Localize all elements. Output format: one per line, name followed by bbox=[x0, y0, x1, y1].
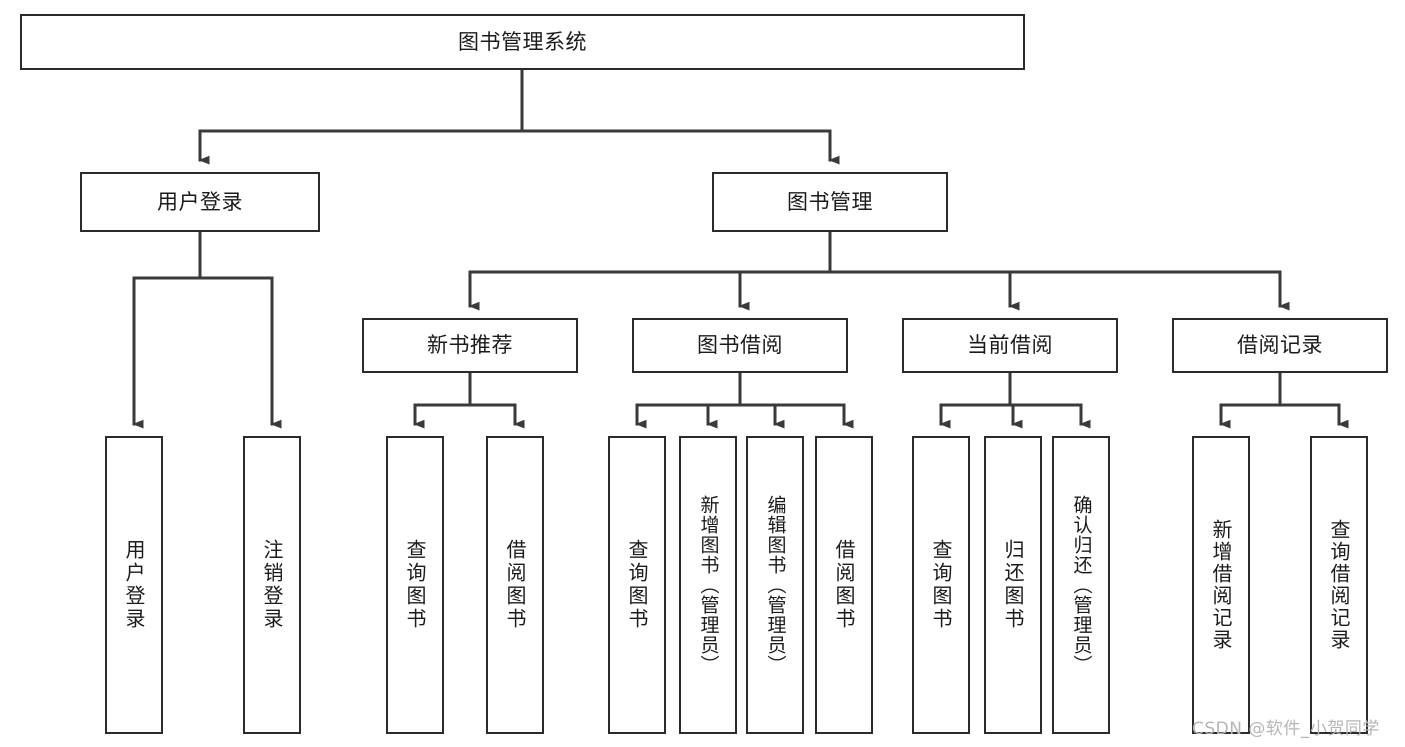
node-leaf-logout-label: 注销登录 bbox=[260, 539, 284, 631]
node-borrow-record-label: 借阅记录 bbox=[1237, 333, 1323, 358]
node-new-book-rec[interactable]: 新书推荐 bbox=[362, 318, 578, 373]
node-book-manage-label: 图书管理 bbox=[787, 189, 873, 214]
node-leaf-query-book-rec[interactable]: 查询图书 bbox=[386, 436, 444, 734]
node-leaf-borrow-book-rec-label: 借阅图书 bbox=[503, 539, 527, 631]
node-user-login[interactable]: 用户登录 bbox=[80, 172, 320, 232]
node-leaf-query-book-borrow[interactable]: 查询图书 bbox=[608, 436, 666, 734]
node-leaf-query-record[interactable]: 查询借阅记录 bbox=[1310, 436, 1368, 734]
node-leaf-query-book-cur[interactable]: 查询图书 bbox=[912, 436, 970, 734]
node-leaf-return-book[interactable]: 归还图书 bbox=[984, 436, 1042, 734]
node-user-login-label: 用户登录 bbox=[157, 189, 243, 214]
node-root[interactable]: 图书管理系统 bbox=[20, 14, 1025, 70]
node-current-borrow[interactable]: 当前借阅 bbox=[902, 318, 1118, 373]
node-leaf-logout[interactable]: 注销登录 bbox=[243, 436, 301, 734]
node-leaf-add-book-label: 新增图书（管理员） bbox=[697, 495, 720, 675]
node-leaf-user-login-label: 用户登录 bbox=[122, 539, 146, 631]
node-book-manage[interactable]: 图书管理 bbox=[712, 172, 948, 232]
node-leaf-add-record-label: 新增借阅记录 bbox=[1209, 519, 1233, 651]
node-borrow-record[interactable]: 借阅记录 bbox=[1172, 318, 1388, 373]
node-leaf-query-book-borrow-label: 查询图书 bbox=[625, 539, 649, 631]
node-new-book-rec-label: 新书推荐 bbox=[427, 333, 513, 358]
node-leaf-add-book[interactable]: 新增图书（管理员） bbox=[679, 436, 737, 734]
node-leaf-edit-book[interactable]: 编辑图书（管理员） bbox=[746, 436, 804, 734]
node-book-borrow-label: 图书借阅 bbox=[697, 333, 783, 358]
node-leaf-query-record-label: 查询借阅记录 bbox=[1327, 519, 1351, 651]
node-leaf-user-login[interactable]: 用户登录 bbox=[105, 436, 163, 734]
node-root-label: 图书管理系统 bbox=[458, 29, 587, 54]
node-leaf-borrow-book-label: 借阅图书 bbox=[832, 539, 856, 631]
node-current-borrow-label: 当前借阅 bbox=[967, 333, 1053, 358]
node-leaf-return-book-label: 归还图书 bbox=[1001, 539, 1025, 631]
node-leaf-add-record[interactable]: 新增借阅记录 bbox=[1192, 436, 1250, 734]
node-leaf-confirm-return[interactable]: 确认归还（管理员） bbox=[1052, 436, 1110, 734]
node-leaf-borrow-book-rec[interactable]: 借阅图书 bbox=[486, 436, 544, 734]
node-book-borrow[interactable]: 图书借阅 bbox=[632, 318, 848, 373]
node-leaf-query-book-rec-label: 查询图书 bbox=[403, 539, 427, 631]
node-leaf-edit-book-label: 编辑图书（管理员） bbox=[764, 495, 787, 675]
node-leaf-borrow-book[interactable]: 借阅图书 bbox=[815, 436, 873, 734]
node-leaf-confirm-return-label: 确认归还（管理员） bbox=[1070, 495, 1093, 675]
node-leaf-query-book-cur-label: 查询图书 bbox=[929, 539, 953, 631]
